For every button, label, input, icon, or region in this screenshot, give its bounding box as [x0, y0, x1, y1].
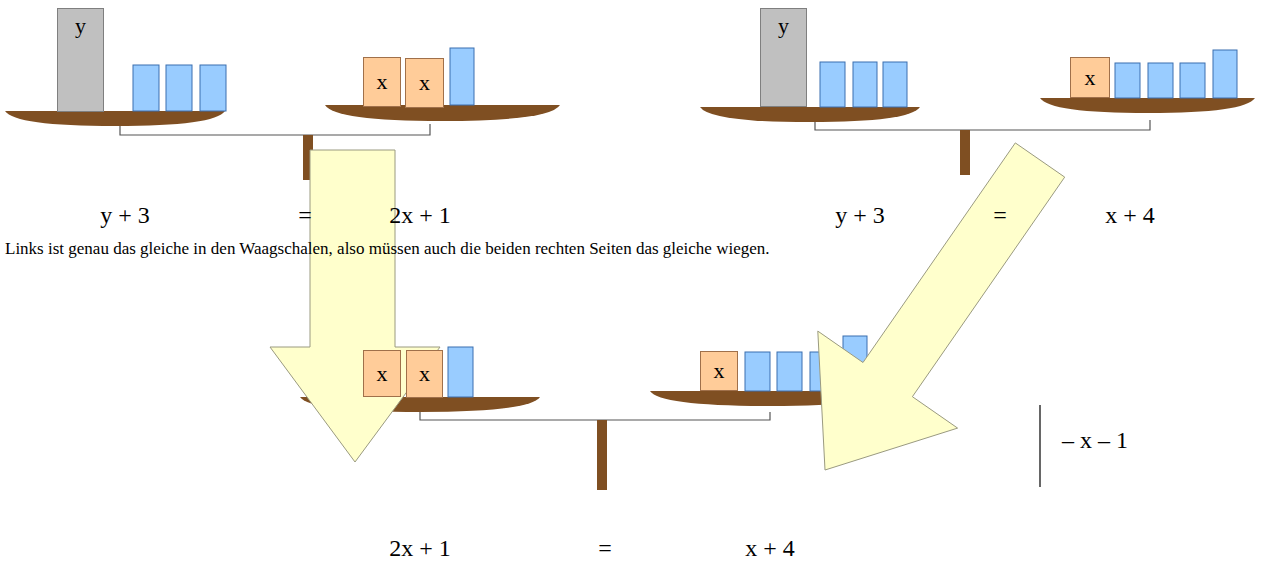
equation-term: x + 4	[745, 535, 795, 562]
weight-box: x	[405, 58, 444, 108]
weight-box: y	[760, 8, 807, 107]
equation-term: 2x + 1	[389, 202, 451, 229]
weight-box: x	[363, 57, 401, 107]
equation-term: y + 3	[100, 202, 150, 229]
variable-letter: y	[778, 13, 789, 39]
variable-letter: x	[377, 69, 388, 95]
weight-box: x	[363, 350, 401, 397]
variable-letter: x	[419, 70, 430, 96]
variable-letter: x	[377, 361, 388, 387]
weight-box: x	[700, 351, 738, 391]
weight-box: y	[57, 8, 104, 112]
equation-term: y + 3	[835, 202, 885, 229]
variable-letter: x	[714, 358, 725, 384]
equals-sign: =	[598, 535, 612, 562]
weight-box: x	[406, 350, 443, 398]
operation-note: – x – 1	[1062, 427, 1128, 454]
equation-term: 2x + 1	[389, 535, 451, 562]
equation-term: x + 4	[1105, 202, 1155, 229]
variable-letter: y	[75, 13, 86, 39]
equals-sign: =	[298, 202, 312, 229]
equals-sign: =	[993, 202, 1007, 229]
weight-box: x	[1070, 57, 1110, 98]
variable-letter: x	[419, 361, 430, 387]
variable-letter: x	[1085, 65, 1096, 91]
explanation-note: Links ist genau das gleiche in den Waags…	[5, 236, 1255, 261]
